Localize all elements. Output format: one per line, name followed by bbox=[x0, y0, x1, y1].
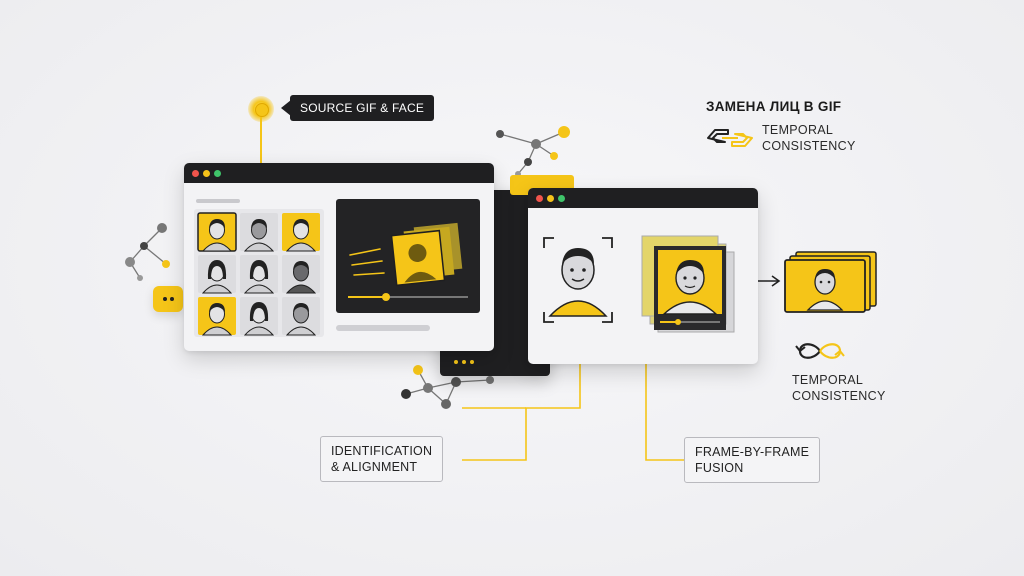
network-icon bbox=[496, 126, 570, 177]
face-grid bbox=[194, 209, 324, 337]
output-frames-icon bbox=[784, 251, 877, 313]
gif-frames-icon bbox=[348, 222, 468, 301]
face-grid-icons bbox=[197, 212, 320, 336]
processing-window bbox=[528, 188, 758, 364]
window-titlebar bbox=[528, 188, 758, 208]
face-icon bbox=[240, 297, 278, 336]
network-icon bbox=[401, 365, 494, 409]
label-pointer bbox=[281, 100, 291, 116]
face-icon bbox=[240, 213, 278, 252]
frame-stack-icon bbox=[641, 235, 735, 333]
face-icon bbox=[282, 213, 320, 252]
video-preview[interactable] bbox=[336, 199, 480, 313]
temporal-consistency-bottom: TEMPORAL CONSISTENCY bbox=[792, 373, 886, 403]
face-icon bbox=[282, 255, 320, 294]
face-scan-icon bbox=[543, 237, 613, 323]
chat-bubble-icon bbox=[153, 286, 183, 312]
face-icon bbox=[198, 255, 236, 294]
network-icon bbox=[125, 223, 170, 281]
page-title: ЗАМЕНА ЛИЦ В GIF bbox=[706, 99, 842, 114]
face-icon bbox=[198, 297, 236, 336]
source-window bbox=[184, 163, 494, 351]
link-icon bbox=[707, 129, 753, 147]
infinity-icon bbox=[795, 343, 845, 359]
source-label: SOURCE GIF & FACE bbox=[290, 95, 435, 121]
face-icon bbox=[282, 297, 320, 336]
window-titlebar bbox=[184, 163, 494, 183]
face-icon bbox=[240, 255, 278, 294]
fusion-label: FRAME-BY-FRAME FUSION bbox=[684, 437, 821, 483]
temporal-consistency-top: TEMPORAL CONSISTENCY bbox=[762, 123, 856, 153]
face-icon bbox=[197, 212, 237, 252]
source-pin-core bbox=[255, 103, 269, 117]
identification-label: IDENTIFICATION & ALIGNMENT bbox=[320, 436, 444, 482]
